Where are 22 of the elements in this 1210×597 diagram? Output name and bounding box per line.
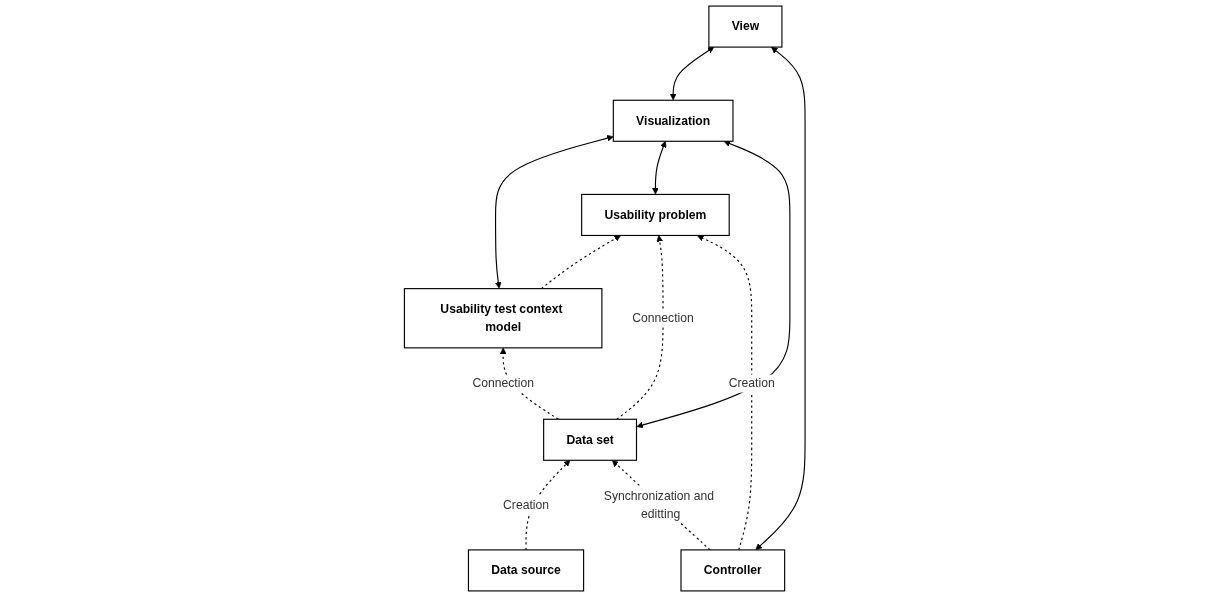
arrow xyxy=(616,235,664,420)
node-box: Data source xyxy=(468,549,585,592)
arrow xyxy=(755,46,806,550)
node-box: Visualization xyxy=(613,99,734,142)
node-box: View xyxy=(708,5,783,48)
arrow xyxy=(500,347,560,420)
arrow xyxy=(670,46,715,101)
edge-label: Connection xyxy=(632,311,695,325)
arrow xyxy=(697,235,753,551)
edge-label: Creation xyxy=(503,498,550,512)
node-box: Usability problem xyxy=(581,193,731,237)
edge-label: Synchronization and editting xyxy=(604,489,715,521)
arrow xyxy=(652,140,667,195)
arrow xyxy=(636,140,791,429)
node-box: Usability test context model xyxy=(404,288,603,349)
edge-label: Creation xyxy=(729,376,775,390)
node-box: Data set xyxy=(543,418,638,461)
edge-label: Connection xyxy=(472,376,535,390)
node-box: Controller xyxy=(680,549,786,592)
arrow xyxy=(525,460,571,551)
arrow xyxy=(495,134,614,289)
arrow xyxy=(540,235,622,290)
